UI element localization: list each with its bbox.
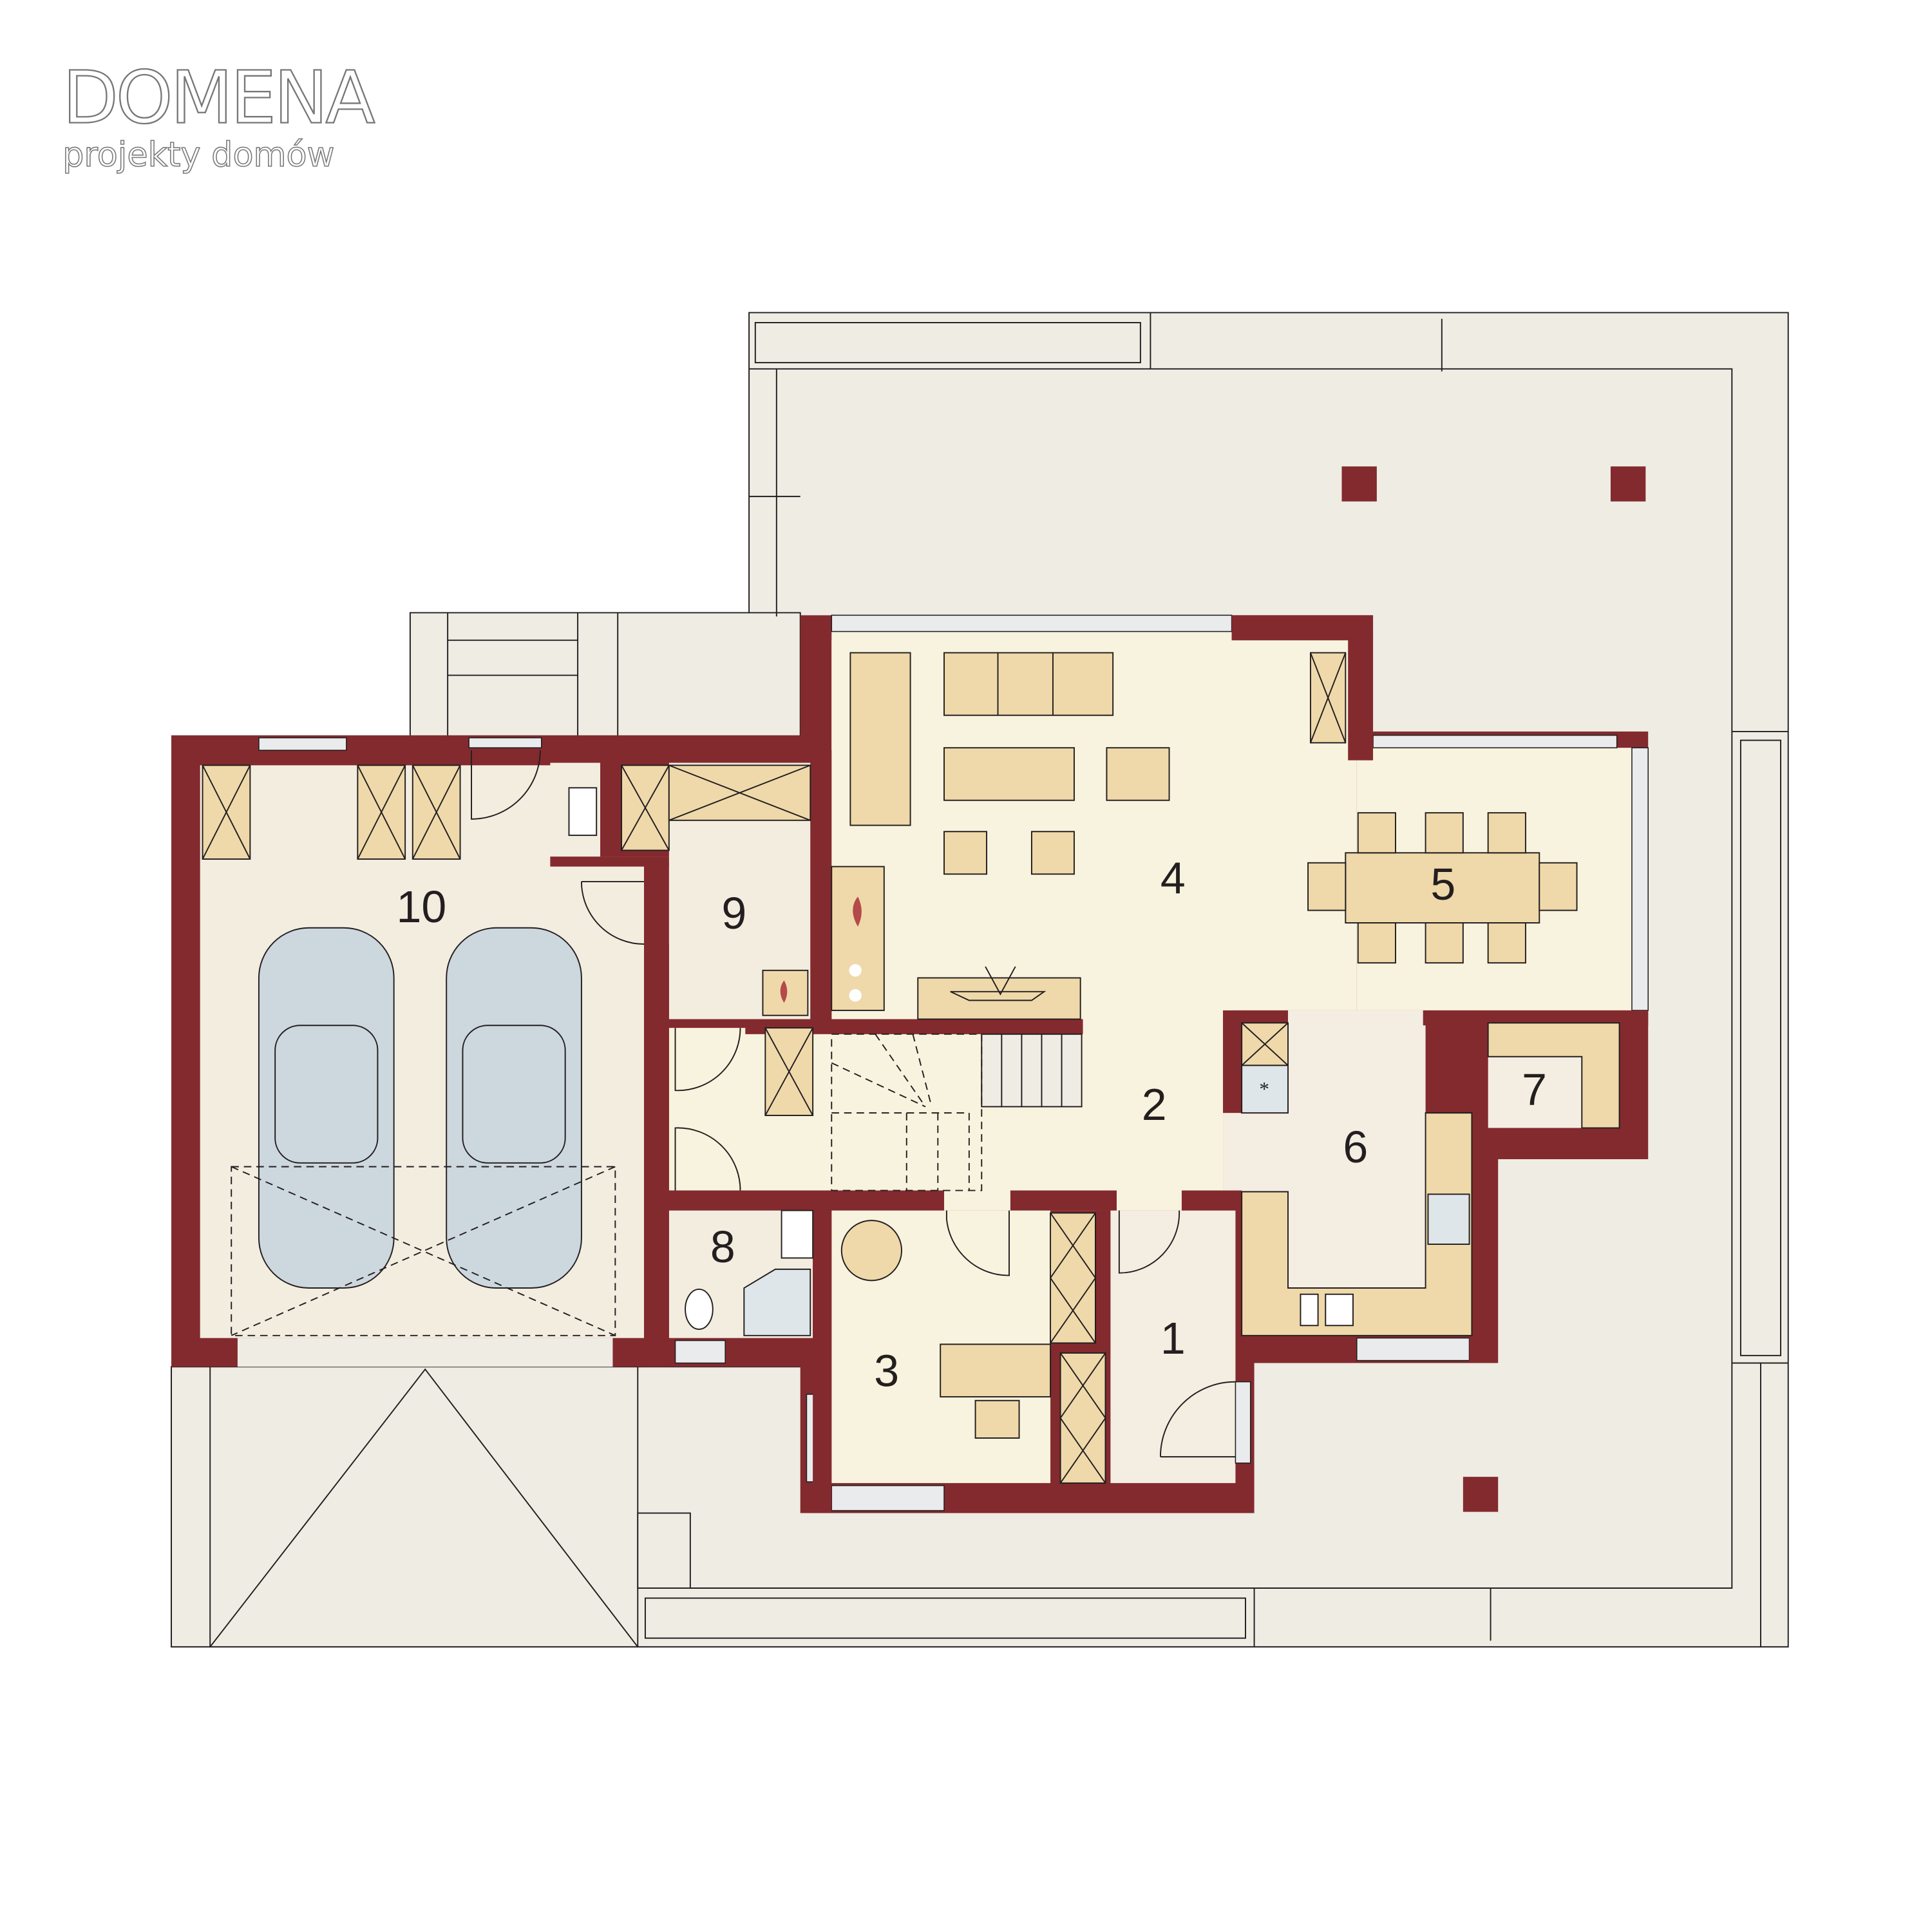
logo: DOMENA projekty domów	[62, 54, 379, 175]
doors	[471, 750, 1236, 1458]
room-label-1: 1	[1160, 1313, 1186, 1363]
windows	[258, 614, 1649, 1511]
sofa	[943, 652, 1114, 716]
logo-name: DOMENA	[62, 55, 375, 140]
kitchen-counter	[1241, 1112, 1473, 1336]
planter	[644, 1597, 1246, 1639]
armchair	[840, 1220, 902, 1282]
sofa	[849, 652, 911, 826]
desk	[940, 1343, 1052, 1397]
fireplace	[831, 866, 885, 1011]
planter	[754, 322, 1141, 364]
column	[1610, 466, 1646, 502]
room-label-5: 5	[1430, 859, 1455, 909]
room-label-10: 10	[396, 882, 446, 932]
logo-tagline: projekty domów	[62, 135, 334, 175]
room-label-8: 8	[710, 1222, 735, 1272]
tv-cabinet	[917, 977, 1081, 1020]
planter	[1739, 739, 1782, 1356]
room-label-3: 3	[874, 1345, 899, 1396]
room-label-2: 2	[1142, 1079, 1167, 1130]
column	[1341, 466, 1377, 502]
room-label-7: 7	[1522, 1065, 1547, 1115]
room-labels: 1 2 3 4 5 6 7 8 9 10	[396, 853, 1546, 1396]
armchair	[1106, 747, 1170, 801]
coffee-table	[943, 747, 1075, 801]
room-label-4: 4	[1160, 853, 1186, 903]
pouf	[1030, 831, 1075, 875]
svg-text:*: *	[1259, 1077, 1269, 1100]
pouf	[943, 831, 988, 875]
stairs	[981, 1033, 1083, 1108]
furniture: *	[202, 652, 1620, 1484]
room-label-6: 6	[1343, 1122, 1368, 1172]
room-label-9: 9	[721, 888, 746, 938]
column	[1463, 1477, 1499, 1512]
